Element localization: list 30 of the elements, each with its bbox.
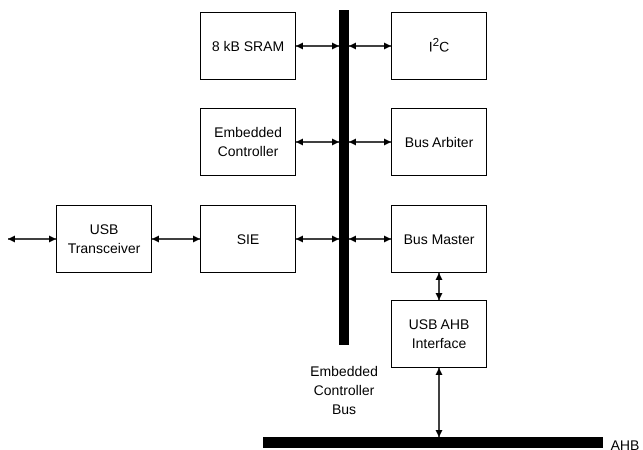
bus-bar xyxy=(339,10,349,345)
block-box xyxy=(391,205,487,273)
block-label: Bus Arbiter xyxy=(404,132,474,152)
block-box xyxy=(200,205,296,273)
double-arrow xyxy=(349,42,391,50)
block-box xyxy=(200,12,296,80)
double-arrow xyxy=(152,236,200,242)
block-label: Embedded Controller xyxy=(213,123,283,161)
block-box xyxy=(391,108,487,176)
block-box xyxy=(200,108,296,176)
bus-bar xyxy=(263,437,603,448)
bus-label: Embedded Controller Bus xyxy=(309,362,379,419)
double-arrow xyxy=(349,138,391,146)
double-arrow xyxy=(296,236,339,242)
block-label: 8 kB SRAM xyxy=(212,36,284,56)
block-label: Bus Master xyxy=(404,230,474,248)
block-box xyxy=(391,12,487,80)
double-arrow xyxy=(436,368,442,437)
block-label: USB Transceiver xyxy=(66,220,142,258)
block-box xyxy=(391,300,487,368)
double-arrow xyxy=(349,236,391,242)
block-label: I$^{2}$C xyxy=(428,35,450,57)
block-box xyxy=(56,205,152,273)
double-arrow xyxy=(8,236,56,242)
bus-label: AHB xyxy=(610,436,640,450)
double-arrow xyxy=(436,273,442,300)
block-label: USB AHB Interface xyxy=(408,315,470,353)
double-arrow xyxy=(296,138,339,146)
block-label: SIE xyxy=(236,230,260,248)
double-arrow xyxy=(296,42,339,50)
